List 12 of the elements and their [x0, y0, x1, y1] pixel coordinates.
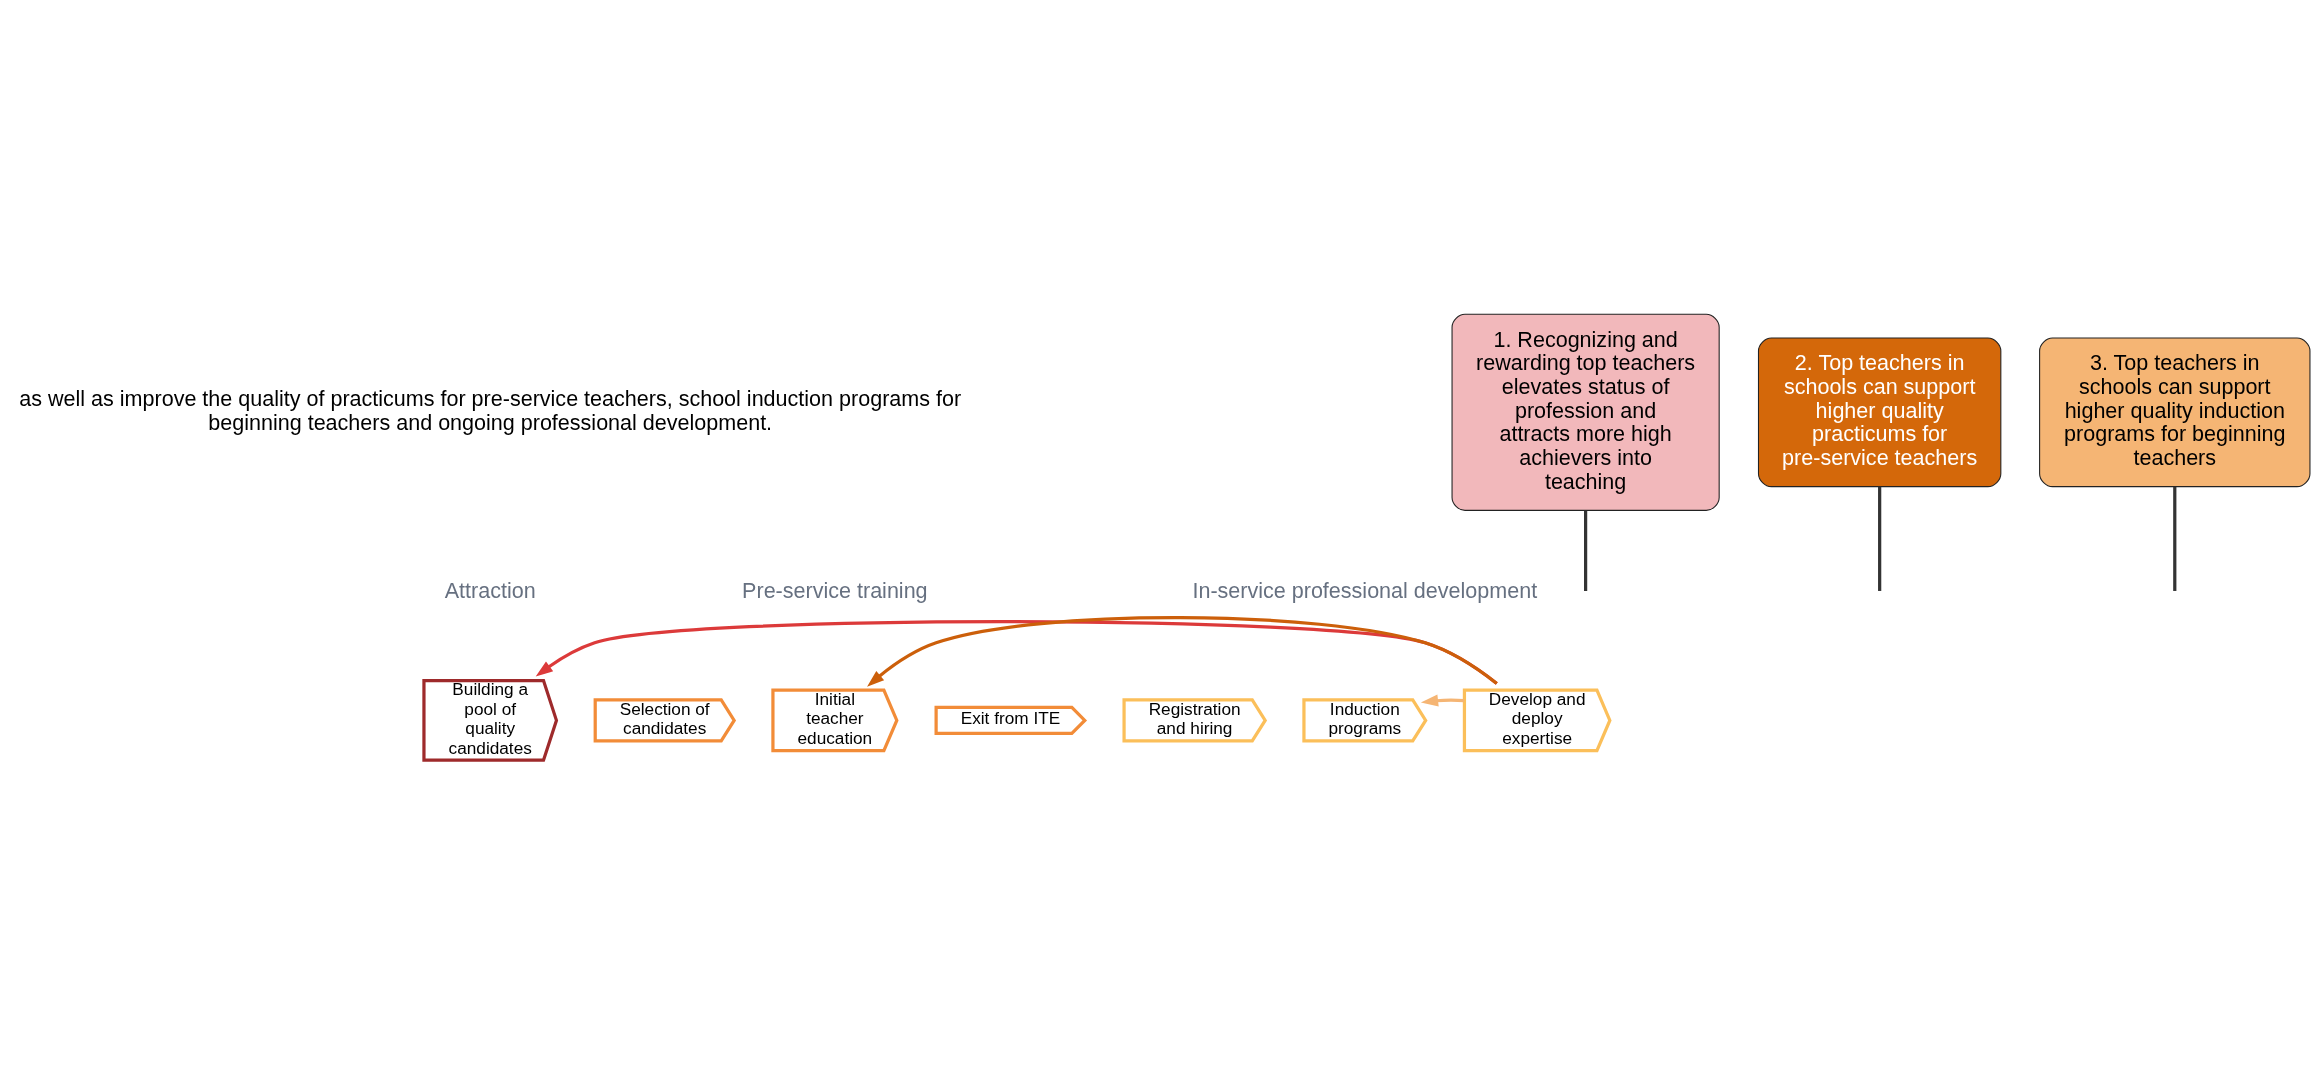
label: as well as improve the quality of practicums for pre-service teachers, school induction programs for beginning teachers and ongoing professional development. — [19, 386, 962, 435]
connector — [1878, 486, 1882, 591]
label: Pre-service training — [742, 578, 928, 603]
label: In-service professional development — [1192, 578, 1538, 603]
node-box: 3. Top teachers in schools can support higher quality induction programs for beginning teachers — [2039, 336, 2311, 487]
node-box: 2. Top teachers in schools can support higher quality practicums for pre-service teachers — [1757, 336, 2002, 487]
arrow — [1420, 694, 1465, 707]
connector — [2173, 486, 2177, 591]
label: Attraction — [444, 578, 536, 603]
connector — [1584, 510, 1588, 591]
arrow — [867, 615, 1498, 687]
node-box: 1. Recognizing and rewarding top teachers elevates status of profession and attracts more high achievers into teaching — [1451, 313, 1720, 511]
